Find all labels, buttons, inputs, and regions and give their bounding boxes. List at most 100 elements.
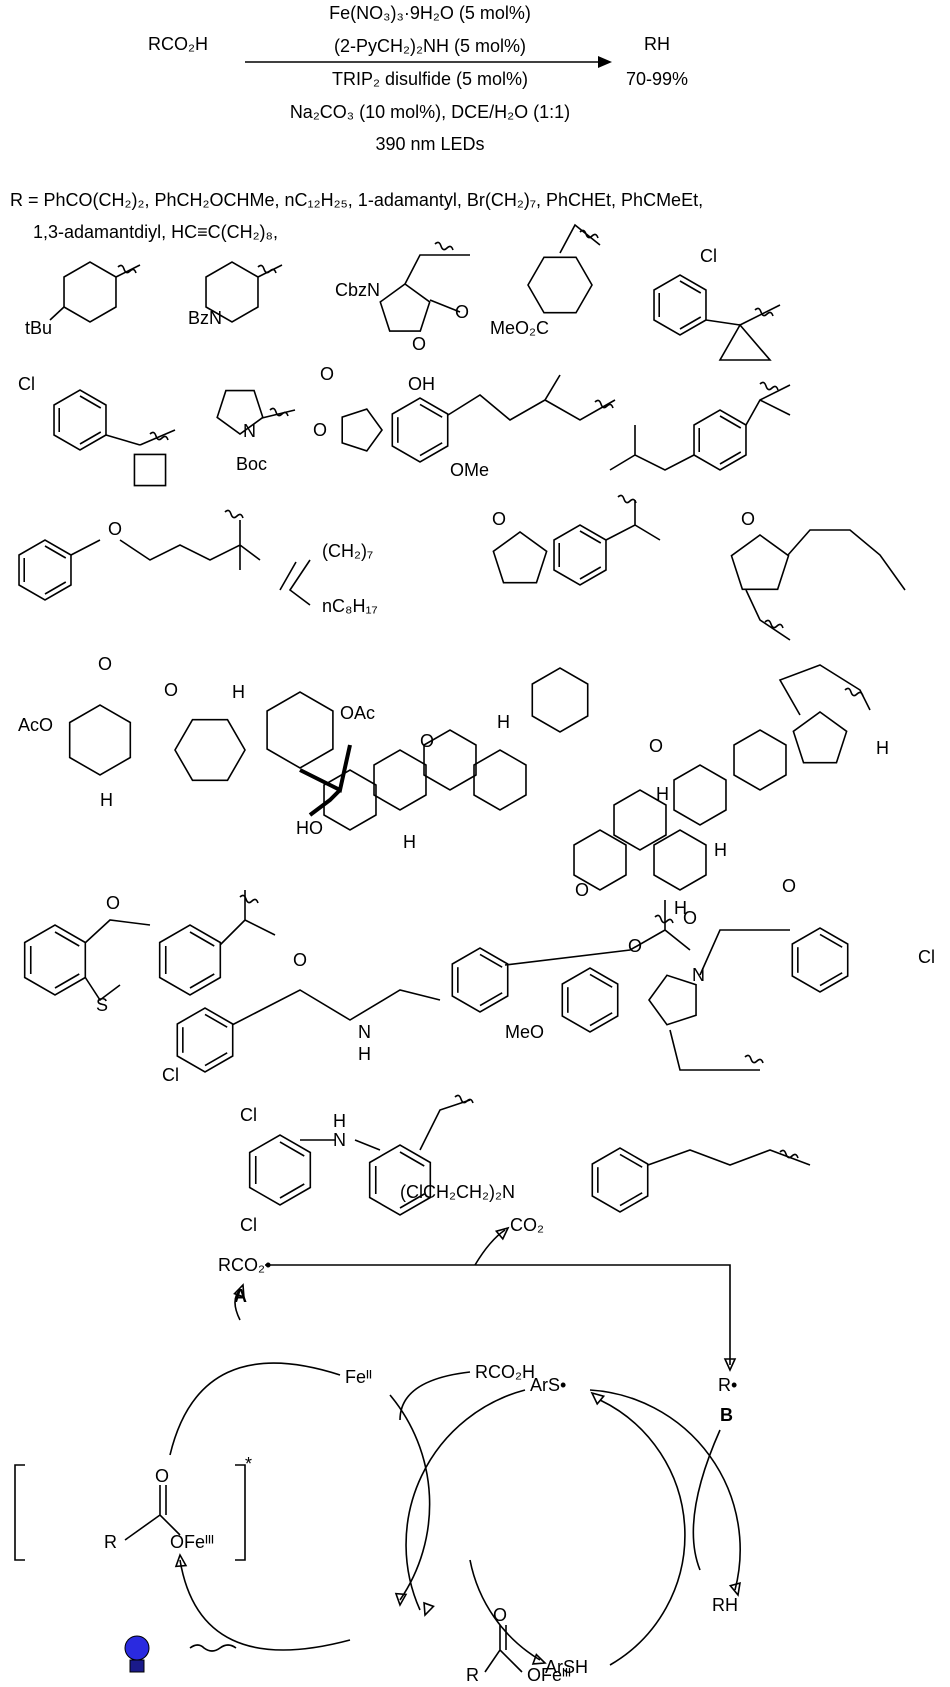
lactone-ring — [341, 408, 383, 452]
aromatic-ring — [248, 1134, 312, 1206]
bicyclooctane-ring — [527, 256, 593, 314]
atom-label: (ClCH₂CH₂)₂N — [400, 1182, 515, 1202]
double-bond — [819, 972, 843, 987]
double-bond — [399, 1193, 425, 1209]
excited-o: O — [155, 1466, 169, 1486]
atom-label: N — [692, 965, 705, 985]
arrowhead — [394, 1592, 408, 1607]
double-bond — [279, 1183, 305, 1199]
r-radical-arc — [692, 1429, 721, 1571]
atom-label: H — [100, 790, 113, 810]
atom-label: H — [674, 898, 687, 918]
condition-2: (2-PyCH₂)₂NH (5 mol%) — [334, 36, 526, 56]
bond — [404, 254, 470, 285]
double-bond — [419, 442, 443, 457]
bond — [261, 409, 296, 419]
double-bond — [419, 403, 443, 418]
r-groups-line-1: R = PhCO(CH₂)₂, PhCH₂OCHMe, nC₁₂H₂₅, 1-a… — [10, 190, 703, 210]
left-cycle-arc-bottom — [179, 1559, 351, 1651]
main-arrow — [265, 1264, 731, 1365]
ring — [323, 769, 377, 831]
atom-label: H — [656, 784, 669, 804]
bond — [447, 374, 616, 421]
bond — [609, 384, 791, 471]
thiyl-return-arc — [599, 1399, 686, 1666]
aromatic-ring — [23, 924, 87, 996]
ring — [673, 764, 727, 826]
right-arc — [589, 1389, 741, 1591]
ring — [423, 729, 477, 791]
wavy-bond-icon — [779, 1149, 799, 1159]
pyrrole-ring — [648, 974, 697, 1026]
atom-label: N — [358, 1022, 371, 1042]
cycle-arc — [405, 1389, 526, 1611]
double-bond — [479, 953, 503, 968]
wavy-bond-icon — [224, 509, 244, 519]
atom-label: Cl — [240, 1105, 257, 1125]
aromatic-ring — [391, 397, 449, 463]
ring — [653, 829, 707, 891]
ground-o: O — [493, 1605, 507, 1625]
double-bond — [79, 395, 102, 409]
bond — [300, 1099, 471, 1151]
double-bond — [189, 973, 215, 989]
atom-label: BzN — [188, 308, 222, 328]
atom-label: (CH₂)₇ — [322, 541, 373, 561]
condition-1: Fe(NO₃)₃·9H₂O (5 mol%) — [329, 3, 531, 23]
atom-label: MeO — [505, 1022, 544, 1042]
ground-ofe: OFeᴵᴵᴵ — [527, 1665, 571, 1685]
arrowhead — [590, 1391, 606, 1406]
bond — [647, 1149, 811, 1166]
bond — [115, 264, 141, 278]
atom-label: Cl — [700, 246, 717, 266]
bond — [231, 989, 441, 1026]
wavy-bond-icon — [617, 494, 637, 504]
aromatic-ring — [158, 924, 222, 996]
co2-label: CO₂ — [510, 1215, 544, 1235]
carbonyl-bond — [484, 1625, 523, 1673]
rco2h-curve — [399, 1371, 471, 1421]
wavy-bond-icon — [149, 431, 169, 441]
cyclobutane-ring — [133, 453, 167, 487]
excited-r: R — [104, 1532, 117, 1552]
atom-label: OAc — [340, 703, 375, 723]
atom-label: S — [96, 995, 108, 1015]
arrowhead — [728, 1581, 741, 1597]
bracket — [14, 1464, 246, 1561]
bond — [739, 304, 781, 326]
ring — [531, 667, 589, 733]
atom-label: H — [232, 682, 245, 702]
intermediate-b-label: B — [720, 1405, 733, 1425]
wavy-bond-icon — [844, 687, 864, 697]
atom-label: OMe — [450, 460, 489, 480]
atom-label: O — [164, 680, 178, 700]
rh-label: RH — [712, 1595, 738, 1615]
bond — [49, 306, 65, 321]
aromatic-ring — [451, 947, 509, 1013]
double-bond — [619, 1153, 643, 1168]
condition-5: 390 nm LEDs — [375, 134, 484, 154]
bond — [699, 929, 790, 976]
atom-label: MeO₂C — [490, 318, 549, 338]
atom-label: O — [98, 654, 112, 674]
ring — [613, 789, 667, 851]
excited-star: * — [245, 1454, 252, 1474]
atom-label: O — [108, 519, 122, 539]
bond — [84, 919, 151, 1002]
double-bond — [719, 451, 742, 465]
thiyl-radical: ArS• — [530, 1375, 566, 1395]
atom-label: H — [333, 1111, 346, 1131]
arrowhead — [723, 1358, 737, 1372]
aromatic-ring — [176, 1007, 234, 1073]
fe2-label: Feᴵᴵ — [345, 1367, 372, 1387]
bond — [778, 664, 871, 716]
atom-label: Cl — [18, 374, 35, 394]
carboxyl-radical: RCO₂• — [218, 1255, 271, 1275]
wavy-bond-icon — [269, 407, 289, 417]
ground-r: R — [466, 1665, 479, 1685]
double-bond — [479, 992, 503, 1007]
bond — [70, 520, 261, 570]
bond — [429, 299, 461, 313]
wavy-bond-icon — [754, 307, 774, 317]
